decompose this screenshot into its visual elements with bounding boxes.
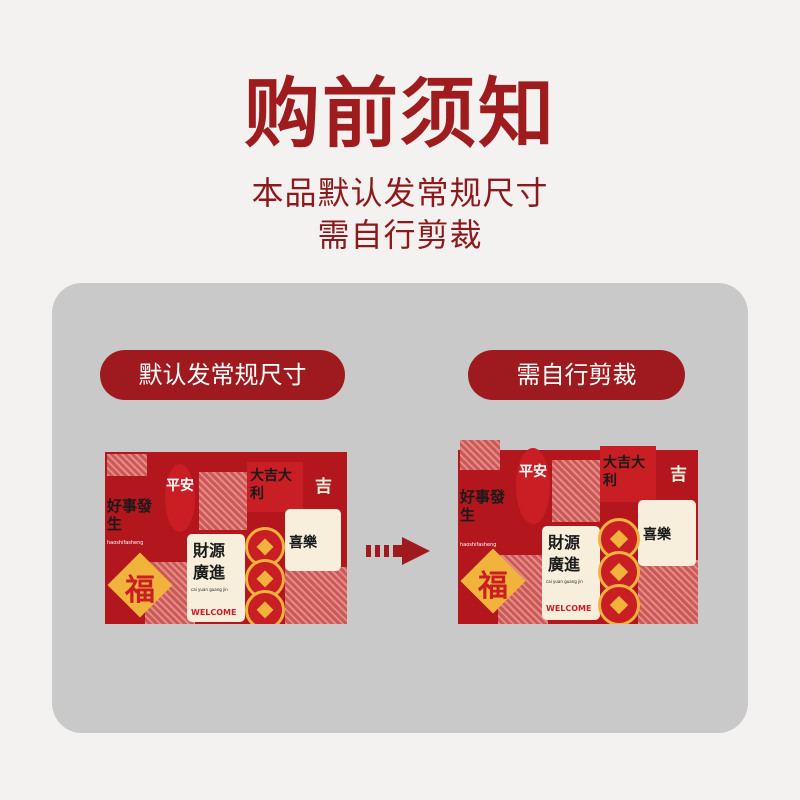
stripe-panel — [285, 567, 347, 624]
cai-yuan-text: 財源廣進 — [548, 533, 581, 574]
stripe-panel — [638, 560, 698, 624]
arrow-right-icon — [366, 537, 430, 565]
stripe-panel — [552, 460, 600, 522]
xi-le-card — [638, 500, 696, 566]
cai-yuan-pinyin: cai yuan guang jin — [546, 579, 583, 584]
cai-yuan-card — [542, 526, 600, 620]
xi-le-text: 喜樂 — [289, 535, 317, 551]
stripe-panel — [199, 472, 247, 530]
hao-shi-pinyin: haoshifasheng — [107, 540, 144, 546]
hao-shi-text: 好事發生 — [460, 488, 506, 524]
da-ji-text: 大吉大利 — [603, 455, 645, 489]
welcome-text: WELCOME — [191, 608, 237, 617]
coin — [598, 518, 640, 560]
cai-yuan-text: 財源廣進 — [193, 541, 226, 582]
stripe-panel — [107, 454, 147, 476]
notice-line-1: 本品默认发常规尺寸 — [251, 174, 549, 212]
default-size-label: 默认发常规尺寸 — [100, 350, 345, 400]
default-size-artwork: 平安 好事發生 haoshifasheng 福 大吉大利 吉 財源廣進 cai … — [105, 452, 347, 624]
fu-character: 福 — [478, 569, 508, 604]
xi-le-card — [285, 509, 341, 571]
hao-shi-text: 好事發生 — [107, 497, 153, 533]
coin — [598, 584, 640, 624]
da-ji-card — [247, 462, 303, 512]
xi-le-text: 喜樂 — [643, 527, 671, 543]
welcome-text: WELCOME — [546, 604, 592, 613]
self-cut-label: 需自行剪裁 — [468, 350, 685, 400]
fu-character: 福 — [125, 573, 155, 608]
ping-an-oval: 平安 — [165, 464, 195, 532]
ping-an-text: 平安 — [519, 464, 547, 480]
stripe-panel — [460, 440, 500, 470]
ji-text: 吉 — [670, 465, 687, 485]
ping-an-oval: 平安 — [516, 448, 550, 524]
page-title: 购前须知 — [244, 69, 556, 158]
notice-line-2: 需自行剪裁 — [317, 216, 483, 254]
coin — [245, 590, 285, 624]
da-ji-card — [600, 446, 656, 502]
ji-text: 吉 — [315, 477, 332, 497]
da-ji-text: 大吉大利 — [250, 468, 292, 502]
ping-an-text: 平安 — [166, 478, 194, 494]
cai-yuan-card — [187, 534, 245, 622]
hao-shi-pinyin: haoshifasheng — [460, 542, 497, 548]
self-cut-artwork: 平安 好事發生 haoshifasheng 福 大吉大利 吉 財源廣進 cai … — [458, 440, 698, 624]
cai-yuan-pinyin: cai yuan guang jin — [191, 587, 228, 592]
